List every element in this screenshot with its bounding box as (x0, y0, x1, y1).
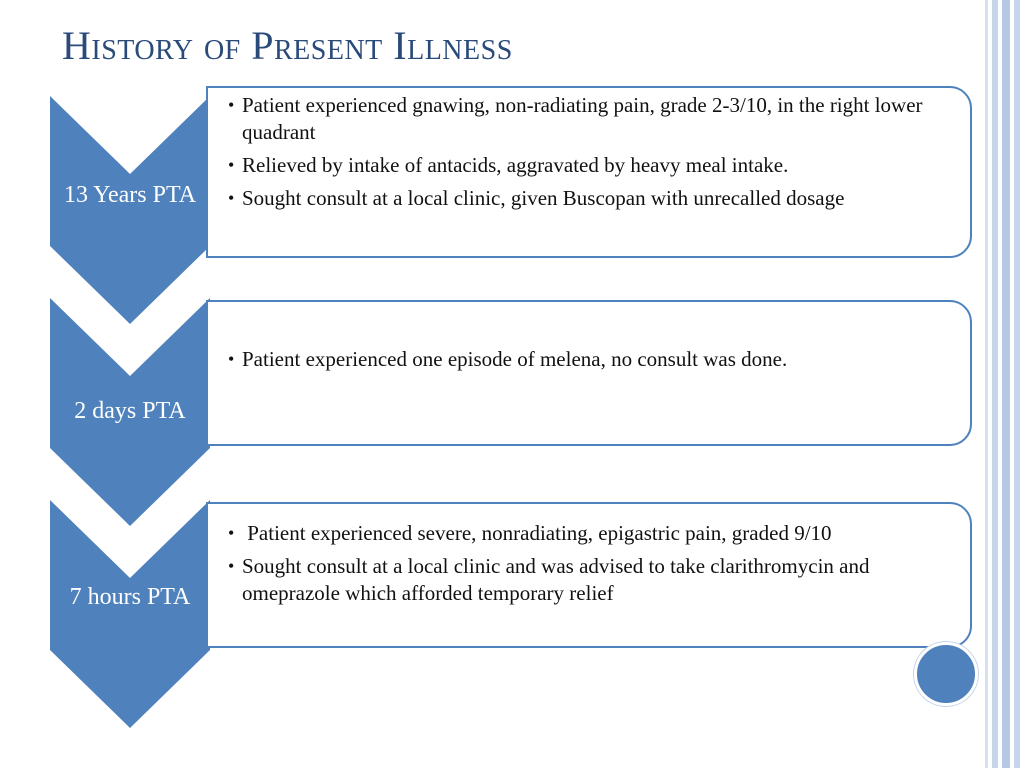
list-item: •Sought consult at a local clinic and wa… (228, 554, 870, 605)
decorative-circle (914, 642, 978, 706)
timeline-detail-box: •Patient experienced gnawing, non-radiat… (206, 86, 972, 258)
stripe (992, 0, 998, 768)
detail-list: •Patient experienced gnawing, non-radiat… (208, 92, 970, 212)
timeline-label: 13 Years PTA (63, 182, 197, 208)
list-item: •Patient experienced one episode of mele… (228, 347, 788, 371)
list-item: • Patient experienced severe, nonradiati… (228, 521, 832, 545)
slide-title: History of Present Illness (62, 23, 513, 68)
timeline-label: 7 hours PTA (69, 584, 191, 610)
stripe (985, 0, 988, 768)
list-item: •Patient experienced gnawing, non-radiat… (228, 93, 923, 144)
timeline-detail-box: • Patient experienced severe, nonradiati… (206, 502, 972, 648)
timeline-label: 2 days PTA (74, 398, 186, 424)
stripe (1014, 0, 1020, 768)
detail-list: •Patient experienced one episode of mele… (208, 346, 970, 373)
timeline-chevron (50, 96, 210, 324)
decorative-stripes (980, 0, 1024, 768)
list-item: •Relieved by intake of antacids, aggrava… (228, 153, 789, 177)
list-item: •Sought consult at a local clinic, given… (228, 186, 845, 210)
stripe (1002, 0, 1010, 768)
timeline-chevron (50, 500, 210, 728)
timeline-detail-box: •Patient experienced one episode of mele… (206, 300, 972, 446)
timeline-chevron (50, 298, 210, 526)
detail-list: • Patient experienced severe, nonradiati… (208, 520, 970, 607)
